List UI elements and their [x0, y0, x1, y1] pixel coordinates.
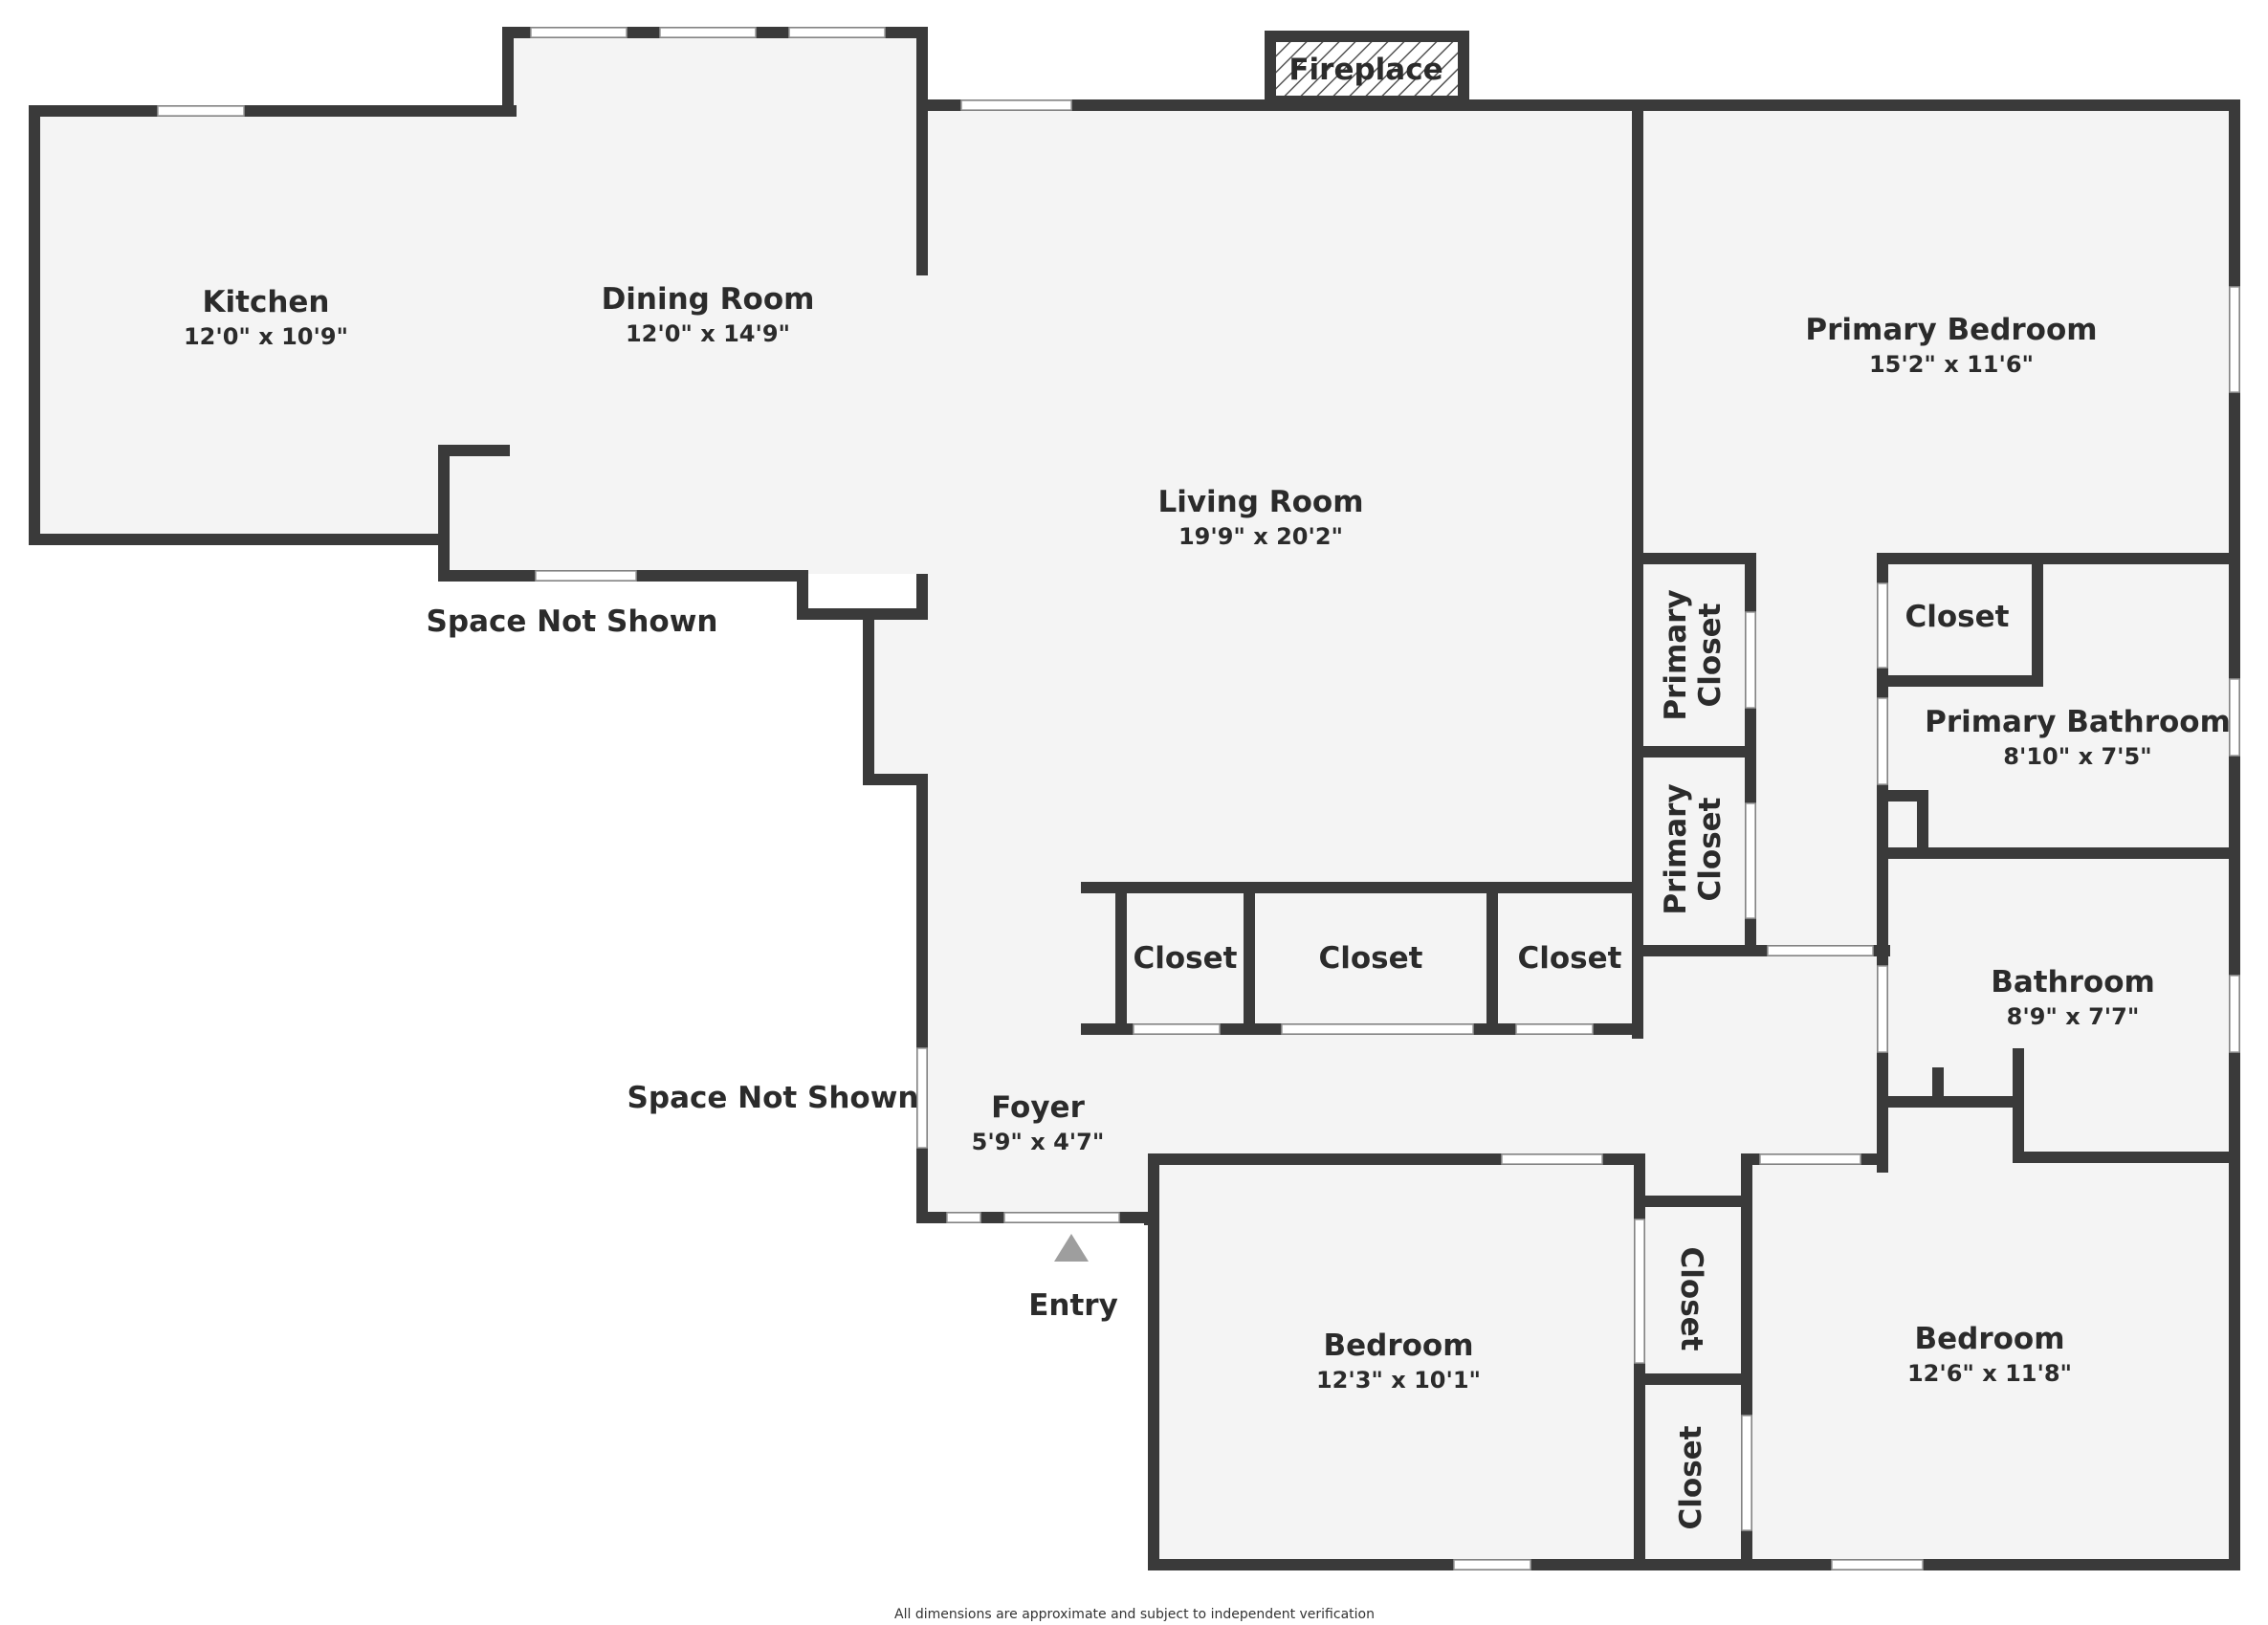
window: [1281, 1023, 1474, 1035]
primary-bathroom-name: Primary Bathroom: [1925, 705, 2231, 739]
space-not-shown-label-1: Space Not Shown: [427, 604, 718, 639]
window: [2229, 286, 2240, 393]
window: [2229, 678, 2240, 757]
fireplace-hearth: [1265, 31, 1469, 107]
bedroom-1-name: Bedroom: [1323, 1329, 1473, 1363]
primary-bedroom-name: Primary Bedroom: [1805, 313, 2097, 347]
fireplace-label: Fireplace: [1288, 53, 1442, 87]
bedroom-2-dim: 12'6" x 11'8": [1907, 1360, 2072, 1387]
dining-room-name: Dining Room: [602, 282, 815, 317]
window: [535, 570, 637, 582]
window: [1133, 1023, 1221, 1035]
primary-closet-2-line1: Primary: [1659, 783, 1693, 914]
window: [788, 27, 886, 38]
window: [1759, 1153, 1861, 1165]
floor-fill: [29, 33, 2234, 1564]
kitchen-name: Kitchen: [202, 285, 329, 319]
doorway: [1877, 965, 1888, 1053]
foyer-dim: 5'9" x 4'7": [972, 1129, 1105, 1155]
window: [946, 1212, 981, 1223]
hall-closet-3-name: Closet: [1518, 941, 1622, 976]
doorway: [916, 1047, 928, 1149]
window: [2229, 975, 2240, 1053]
hall-closet-1-name: Closet: [1134, 941, 1238, 976]
primary-bathroom-dim: 8'10" x 7'5": [2003, 743, 2151, 770]
window: [1515, 1023, 1594, 1035]
bedroom-2-name: Bedroom: [1914, 1322, 2064, 1356]
primary-closet-1-line2: Closet: [1693, 603, 1728, 707]
primary-closet-2-line2: Closet: [1693, 797, 1728, 901]
window: [1831, 1559, 1924, 1570]
doorway: [1741, 1415, 1752, 1531]
window: [1453, 1559, 1531, 1570]
window: [530, 27, 628, 38]
doorway: [1877, 582, 1888, 669]
living-room-name: Living Room: [1157, 485, 1363, 519]
window: [157, 105, 245, 117]
foyer-name: Foyer: [991, 1090, 1085, 1125]
dining-room-dim: 12'0" x 14'9": [626, 320, 790, 347]
bathroom-name: Bathroom: [1991, 965, 2155, 999]
hall-closet-2-name: Closet: [1319, 941, 1423, 976]
doorway: [1745, 802, 1756, 919]
bedroom-1-dim: 12'3" x 10'1": [1316, 1367, 1481, 1394]
doorway: [1877, 697, 1888, 785]
bedroom-closet-2-name: Closet: [1674, 1425, 1708, 1529]
windows: [157, 27, 2240, 1570]
window: [1501, 1153, 1603, 1165]
bedroom-closet-1-name: Closet: [1674, 1247, 1708, 1351]
kitchen-dim: 12'0" x 10'9": [184, 323, 348, 350]
door-openings: [916, 582, 1888, 1531]
doorway: [1745, 611, 1756, 709]
space-not-shown-label-2: Space Not Shown: [628, 1081, 919, 1115]
doorway: [1634, 1219, 1645, 1364]
bathroom-dim: 8'9" x 7'7": [2007, 1003, 2140, 1030]
window: [960, 99, 1072, 111]
primary-bath-closet-name: Closet: [1905, 600, 2010, 634]
primary-closet-1-line1: Primary: [1659, 589, 1693, 720]
window: [659, 27, 757, 38]
doorway: [1003, 1212, 1120, 1223]
entry-arrow-icon: [1054, 1234, 1089, 1262]
doorway: [1767, 945, 1874, 956]
primary-bedroom-dim: 15'2" x 11'6": [1869, 351, 2034, 378]
entry-label: Entry: [1028, 1288, 1118, 1323]
disclaimer-text: All dimensions are approximate and subje…: [894, 1607, 1375, 1622]
living-room-dim: 19'9" x 20'2": [1178, 523, 1343, 550]
